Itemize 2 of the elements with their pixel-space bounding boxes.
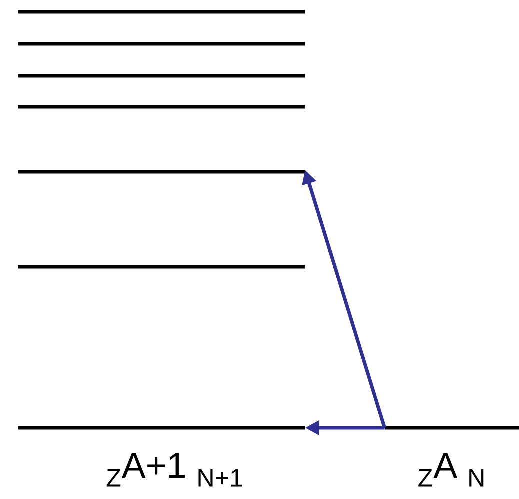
isotope-label: $_{Z}$A $_{N}$ bbox=[418, 453, 484, 487]
isotope-label: $_{Z}$A+1 $_{N+1}$ bbox=[106, 453, 242, 487]
